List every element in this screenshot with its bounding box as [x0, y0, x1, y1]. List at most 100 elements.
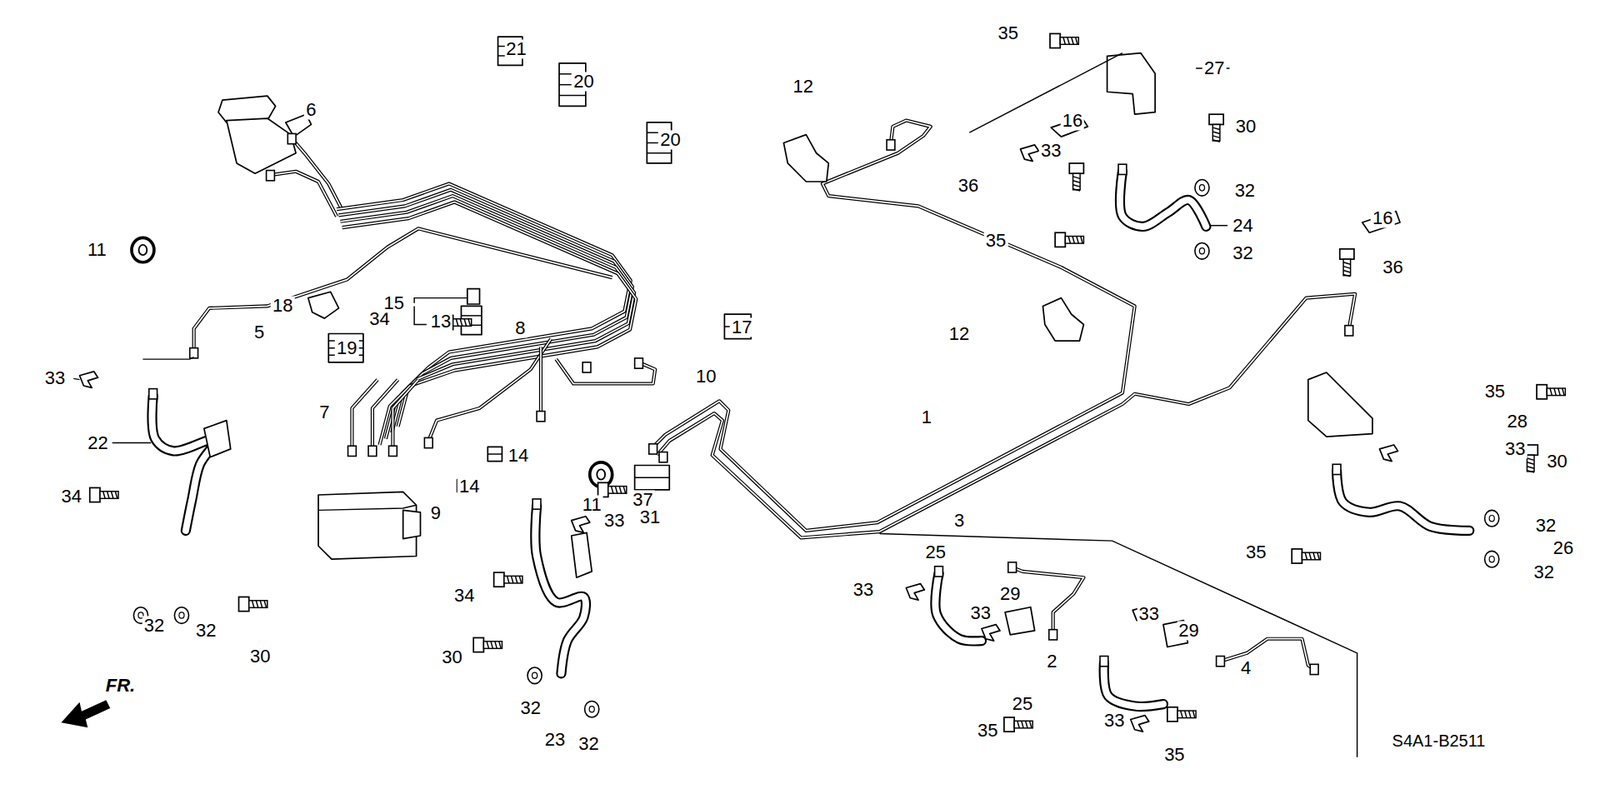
- bolt: [1340, 249, 1355, 276]
- bolt-thread: [1526, 466, 1535, 469]
- callout-number: 24: [1230, 215, 1255, 235]
- bolt-thread: [519, 575, 521, 584]
- leader-line: [414, 305, 427, 325]
- bolt-thread: [1030, 720, 1032, 729]
- bolt-thread: [615, 486, 617, 495]
- bolt: [90, 487, 119, 502]
- callout-number: 11: [580, 495, 604, 515]
- callout-number: 14: [457, 477, 481, 497]
- bolt-thread: [1526, 470, 1535, 473]
- diagram-code: S4A1-B2511: [1390, 732, 1488, 750]
- brake-pipe: [342, 202, 637, 445]
- callout-number: 33: [602, 510, 626, 530]
- callout-number: 30: [440, 647, 464, 667]
- flare-nut: [935, 566, 944, 577]
- flare-nut: [1345, 325, 1354, 336]
- callout-number: 23: [543, 730, 567, 750]
- brake-pipe: [336, 183, 631, 426]
- bolt-thread: [1562, 388, 1565, 396]
- bolt-head: [1291, 549, 1302, 564]
- brake-pipe: [657, 294, 1356, 539]
- bolt-thread: [1073, 189, 1081, 191]
- pipe-clamp: [635, 465, 670, 490]
- callout-number: 9: [429, 504, 443, 524]
- callout-number: 37: [630, 490, 655, 510]
- brake-hose: [152, 395, 217, 531]
- washer-hole: [1199, 185, 1205, 191]
- bolt-thread: [1550, 388, 1552, 396]
- modulator-motor: [403, 510, 421, 539]
- pipe-holder: [308, 291, 340, 319]
- brake-pipe-core: [392, 380, 419, 450]
- bolt-thread: [1305, 552, 1307, 560]
- bolt-thread: [260, 600, 262, 609]
- callout-number: 19: [335, 338, 359, 358]
- brake-pipe-core: [428, 339, 551, 441]
- brake-pipe: [194, 228, 613, 352]
- brake-pipe-core: [342, 202, 637, 445]
- callout-number: 34: [452, 586, 476, 606]
- callout-number: 32: [518, 698, 542, 718]
- callout-number: 29: [1176, 620, 1200, 640]
- callout-number: 31: [638, 507, 662, 527]
- flare-nut: [287, 133, 296, 144]
- flare-nut: [886, 140, 895, 150]
- sealing-washer: [1485, 550, 1500, 568]
- brake-hose: [1120, 171, 1206, 227]
- flare-nut: [190, 348, 199, 359]
- leader-line: [880, 534, 1358, 758]
- bolt-thread: [1313, 552, 1315, 560]
- sealing-washer: [174, 607, 189, 625]
- bolt-shank: [483, 641, 502, 650]
- flare-nut: [649, 444, 658, 455]
- callout-number: 32: [1230, 243, 1255, 263]
- bolt-thread: [486, 641, 489, 650]
- bolt-shank: [249, 600, 268, 609]
- bolt-head: [1536, 385, 1547, 400]
- bolt-thread: [115, 491, 117, 500]
- hose-clip: [905, 584, 925, 601]
- bolt-thread: [1071, 37, 1074, 45]
- brake-pipe: [267, 171, 337, 217]
- bolt-thread: [1309, 552, 1311, 560]
- master-cylinder-body: [226, 118, 296, 174]
- bolt-thread: [107, 491, 110, 500]
- bolt-shank: [1212, 124, 1220, 141]
- callout-number: 29: [998, 584, 1022, 604]
- bolt-thread: [264, 600, 266, 609]
- washer-hole: [589, 706, 595, 713]
- callout-number: 32: [1534, 515, 1558, 535]
- callout-number: 25: [924, 542, 948, 562]
- brake-pipe-core: [267, 171, 337, 217]
- bolt-thread: [1343, 266, 1351, 269]
- brake-pipe-core: [1220, 639, 1315, 670]
- callout-number: 30: [1545, 451, 1569, 471]
- bolt-thread: [619, 486, 621, 495]
- callout-number: 11: [85, 240, 109, 260]
- bolt-thread: [1558, 388, 1560, 396]
- callout-number: 35: [996, 24, 1020, 44]
- flare-nut: [1216, 656, 1225, 667]
- callout-number: 36: [956, 175, 980, 195]
- callout-number: 33: [1503, 439, 1527, 459]
- callout-number: 33: [968, 604, 992, 624]
- bolt-shank: [1065, 236, 1084, 245]
- callout-number: 30: [248, 646, 272, 666]
- bolt-thread: [1067, 37, 1070, 45]
- callout-number: 13: [429, 311, 453, 331]
- sealing-washer: [1195, 242, 1210, 260]
- callout-number: 33: [1039, 141, 1063, 161]
- clamp-slot: [460, 315, 481, 316]
- modulator-unit: [318, 491, 417, 560]
- bolt-thread: [1343, 270, 1351, 273]
- callout-number: 5: [252, 323, 266, 343]
- callout-number: 35: [1162, 745, 1186, 765]
- leader-line: [1209, 225, 1228, 226]
- bolt-thread: [110, 491, 113, 500]
- brake-hose-core: [1104, 663, 1164, 707]
- callout-number: 32: [142, 615, 166, 635]
- bolt-thread: [1080, 236, 1083, 245]
- bolt: [1167, 707, 1196, 722]
- bolt-head: [1167, 707, 1178, 722]
